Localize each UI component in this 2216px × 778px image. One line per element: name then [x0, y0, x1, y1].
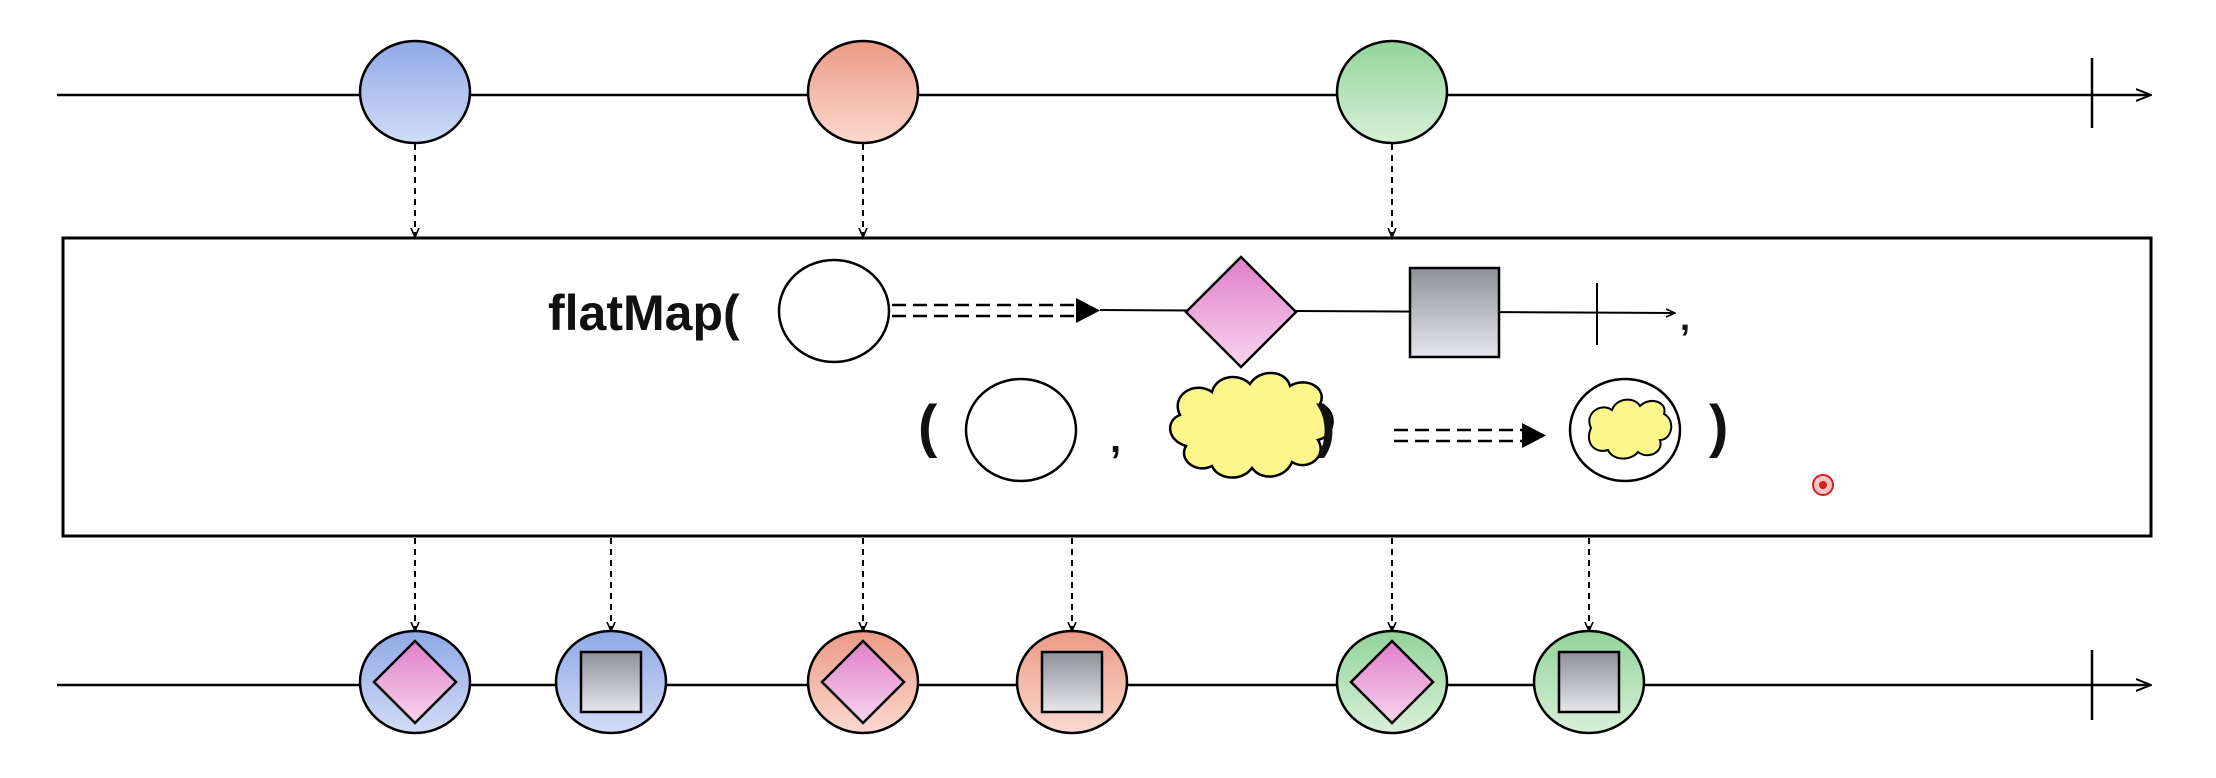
- operator-box: flatMap( , ( , ) ): [61, 236, 2153, 538]
- source-marble-green: [1335, 39, 1449, 145]
- inner-diamond-icon: [1184, 255, 1298, 369]
- square-icon: [1040, 650, 1104, 714]
- trailing-comma: ,: [1680, 297, 1690, 338]
- square-icon: [579, 650, 643, 714]
- output-marble-blue-diamond: [358, 629, 472, 735]
- combined-cloud-icon: [1588, 398, 1673, 460]
- input-projections: [415, 144, 1392, 236]
- tuple-close-paren: ): [1316, 394, 1335, 459]
- result-double-dashed-arrow: [1394, 423, 1546, 448]
- output-timeline: [57, 629, 2150, 735]
- operator-label: flatMap(: [548, 285, 740, 341]
- diamond-icon: [820, 639, 906, 725]
- output-projections: [415, 538, 1589, 630]
- cursor-indicator: [1812, 474, 1834, 496]
- square-icon: [1557, 650, 1621, 714]
- tuple-cloud-icon: [1169, 371, 1334, 479]
- output-marble-blue-square: [554, 629, 668, 735]
- tuple-comma: ,: [1110, 417, 1121, 461]
- output-marble-red-square: [1015, 629, 1129, 735]
- source-marble-red: [806, 39, 920, 145]
- tuple-circle-icon: [964, 377, 1078, 483]
- operator-frame: [61, 236, 2153, 538]
- result-close-paren: ): [1709, 394, 1728, 459]
- source-timeline: [57, 39, 2150, 145]
- output-marble-red-diamond: [806, 629, 920, 735]
- maps-to-double-dashed-arrow: [892, 298, 1100, 323]
- inner-square-icon: [1408, 266, 1501, 359]
- diamond-icon: [1349, 639, 1435, 725]
- input-circle-icon: [777, 258, 891, 364]
- output-marble-green-square: [1532, 629, 1646, 735]
- tuple-open-paren: (: [918, 394, 938, 459]
- source-marble-blue: [358, 39, 472, 145]
- diamond-icon: [372, 639, 458, 725]
- output-marble-green-diamond: [1335, 629, 1449, 735]
